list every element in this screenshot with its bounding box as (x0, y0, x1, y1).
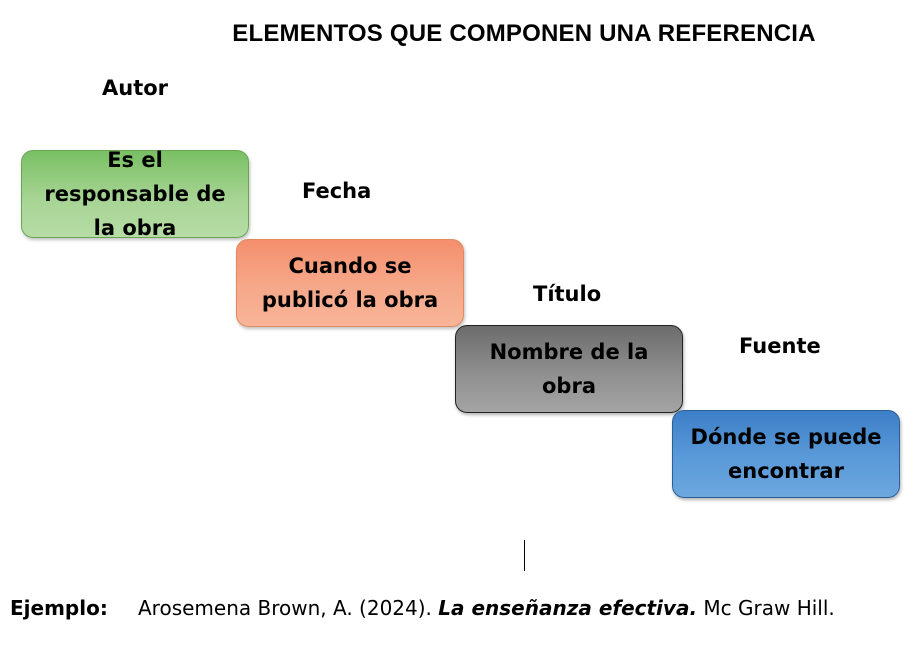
step-box-fecha: Cuando se publicó la obra (236, 239, 464, 327)
diagram-title: ELEMENTOS QUE COMPONEN UNA REFERENCIA (232, 20, 816, 47)
step-label-fecha: Fecha (302, 179, 372, 203)
step-box-fuente: Dónde se puede encontrar (672, 410, 900, 498)
step-text-fuente: Dónde se puede encontrar (690, 425, 882, 483)
example-reference: Ejemplo: Arosemena Brown, A. (2024). La e… (10, 596, 835, 620)
step-box-autor: Es el responsable de la obra (21, 148, 249, 240)
example-author-year: Arosemena Brown, A. (2024). (138, 596, 432, 620)
example-label: Ejemplo: (10, 596, 108, 620)
step-text-titulo: Nombre de la obra (489, 340, 649, 398)
step-label-fuente: Fuente (739, 334, 821, 358)
example-work-title: La enseñanza efectiva. (438, 596, 698, 620)
step-text-autor: Es el responsable de la obra (44, 148, 226, 240)
step-label-titulo: Título (533, 282, 602, 306)
step-box-titulo: Nombre de la obra (455, 325, 683, 413)
text-cursor (524, 540, 525, 571)
example-publisher: Mc Graw Hill. (703, 596, 835, 620)
step-label-autor: Autor (102, 76, 169, 100)
step-text-fecha: Cuando se publicó la obra (261, 254, 439, 312)
